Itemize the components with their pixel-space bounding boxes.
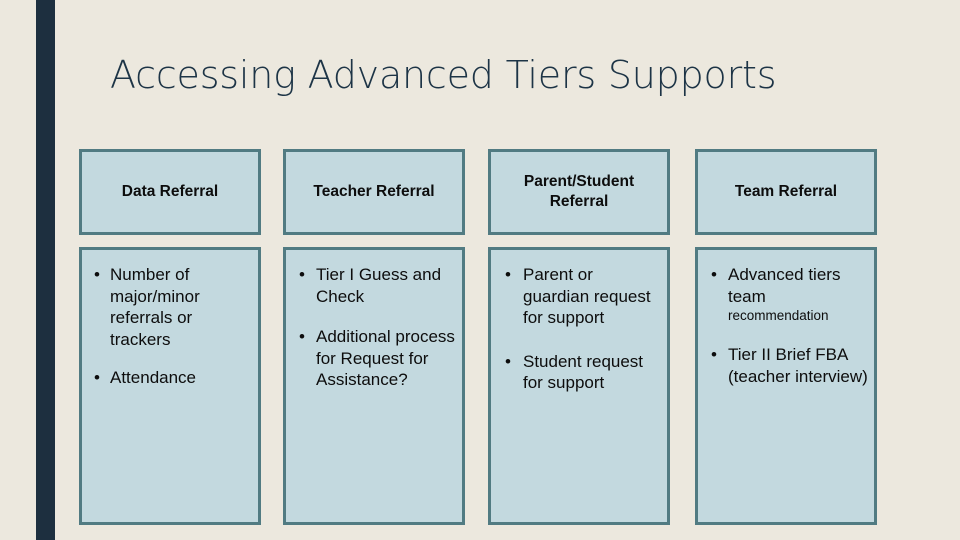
column-header-teacher-referral[interactable]: Teacher Referral [283,149,465,235]
list-item-subtext: recommendation [728,308,829,323]
referral-column-data: Data Referral • Number of major/minor re… [79,149,261,525]
bullet-icon: • [94,265,100,284]
column-body-teacher-referral[interactable]: • Tier I Guess and Check • Additional pr… [283,247,465,525]
column-body-data-referral[interactable]: • Number of major/minor referrals or tra… [79,247,261,525]
list-item-text: Parent or guardian request for support [523,265,651,327]
list-item: • Additional process for Request for Ass… [292,326,456,391]
referral-column-parent-student: Parent/Student Referral • Parent or guar… [488,149,670,525]
list-item: • Number of major/minor referrals or tra… [88,264,252,350]
left-accent-bar [36,0,55,540]
referral-column-team: Team Referral • Advanced tiers team reco… [695,149,877,525]
referral-matrix: Data Referral • Number of major/minor re… [79,149,879,525]
referral-column-teacher: Teacher Referral • Tier I Guess and Chec… [283,149,465,525]
column-header-label: Data Referral [121,183,219,200]
list-item-text: Student request for support [523,351,644,393]
list-item-text: Attendance [110,368,197,387]
page-title: Accessing Advanced Tiers Supports [110,53,777,97]
list-item: • Student request for support [497,351,661,394]
bullet-list: • Number of major/minor referrals or tra… [88,264,252,389]
bullet-list: • Tier I Guess and Check • Additional pr… [292,264,456,391]
bullet-icon: • [711,345,717,364]
column-body-team-referral[interactable]: • Advanced tiers team recommendation • T… [695,247,877,525]
bullet-icon: • [299,327,305,346]
bullet-icon: • [505,265,511,284]
column-body-parent-student-referral[interactable]: • Parent or guardian request for support… [488,247,670,525]
column-header-data-referral[interactable]: Data Referral [79,149,261,235]
bullet-icon: • [711,265,717,284]
list-item: • Attendance [88,367,252,389]
bullet-icon: • [299,265,305,284]
bullet-list: • Advanced tiers team recommendation • T… [704,264,868,387]
list-item-text: Tier II Brief FBA (teacher interview) [728,345,868,386]
list-item-text: Tier I Guess and Check [316,265,442,306]
column-header-label: Teacher Referral [313,183,435,200]
list-item: • Parent or guardian request for support [497,264,661,329]
list-item-text: Additional process for Request for Assis… [316,327,455,389]
column-header-team-referral[interactable]: Team Referral [695,149,877,235]
list-item: • Tier I Guess and Check [292,264,456,307]
list-item: • Advanced tiers team recommendation [704,264,868,324]
column-header-label: Parent/Student Referral [523,173,635,210]
list-item-text: Advanced tiers team [728,265,841,306]
column-header-parent-student-referral[interactable]: Parent/Student Referral [488,149,670,235]
list-item-text: Number of major/minor referrals or track… [110,265,200,349]
bullet-icon: • [505,351,511,371]
bullet-icon: • [94,368,100,387]
bullet-list: • Parent or guardian request for support… [497,264,661,394]
list-item: • Tier II Brief FBA (teacher interview) [704,344,868,387]
column-header-label: Team Referral [734,183,838,200]
